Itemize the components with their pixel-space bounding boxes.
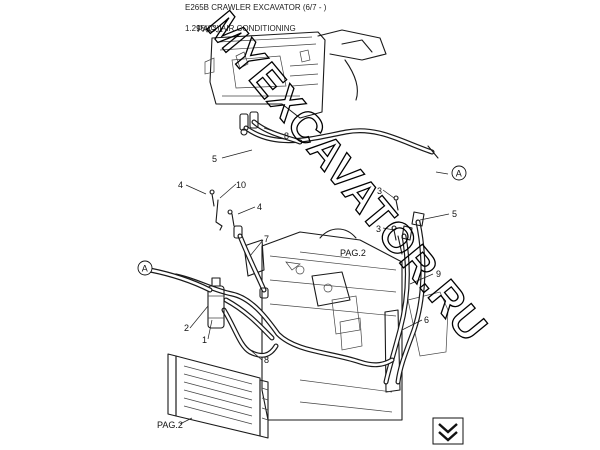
- hose-lower-loop: [173, 273, 395, 368]
- callout-4-mid: 4: [257, 202, 262, 212]
- callout-1: 1: [202, 335, 207, 345]
- double-chevron-down-icon[interactable]: [432, 417, 464, 445]
- callout-7: 7: [264, 234, 269, 244]
- hose-right-pair: [383, 211, 426, 385]
- callout-3-top: 3: [377, 186, 382, 196]
- leader-lines: [179, 127, 450, 425]
- receiver-drier: [207, 277, 225, 329]
- fitting-left-pair: [209, 189, 235, 231]
- page-ref-top[interactable]: PAG.1: [197, 24, 223, 34]
- hose-seven: [233, 225, 269, 299]
- hose-upper-long: [243, 125, 439, 159]
- page-ref-bottom[interactable]: PAG.2: [157, 420, 183, 430]
- callout-4-left: 4: [178, 180, 183, 190]
- connector-a-left-label: A: [142, 264, 148, 274]
- callout-labels: 8 5 4 10 4 7 3 3 5 9 6 2 1 8: [178, 131, 457, 365]
- condenser-drawing: [167, 353, 269, 439]
- diagram-section-title: 1.295(03) AIR CONDITIONING: [185, 24, 296, 33]
- callout-5-right: 5: [452, 209, 457, 219]
- callout-6: 6: [424, 315, 429, 325]
- cab-frame-drawing: [204, 29, 387, 119]
- callout-5-top: 5: [212, 154, 217, 164]
- callout-10: 10: [236, 180, 246, 190]
- connector-a-right-label: A: [456, 169, 462, 179]
- callout-8-bottom: 8: [264, 355, 269, 365]
- hose-fittings-top: [239, 111, 259, 136]
- callout-9: 9: [436, 269, 441, 279]
- callout-8-top: 8: [284, 131, 289, 141]
- callout-3-mid: 3: [376, 224, 381, 234]
- page-ref-middle[interactable]: PAG.2: [340, 248, 366, 258]
- callout-2: 2: [184, 323, 189, 333]
- connector-a-left: A: [137, 260, 153, 276]
- diagram-model-title: E265B CRAWLER EXCAVATOR (6/7 - ): [185, 3, 327, 12]
- engine-compressor-drawing: [243, 228, 449, 421]
- connector-a-right: A: [451, 165, 467, 181]
- hose-to-connector-left: [147, 267, 213, 293]
